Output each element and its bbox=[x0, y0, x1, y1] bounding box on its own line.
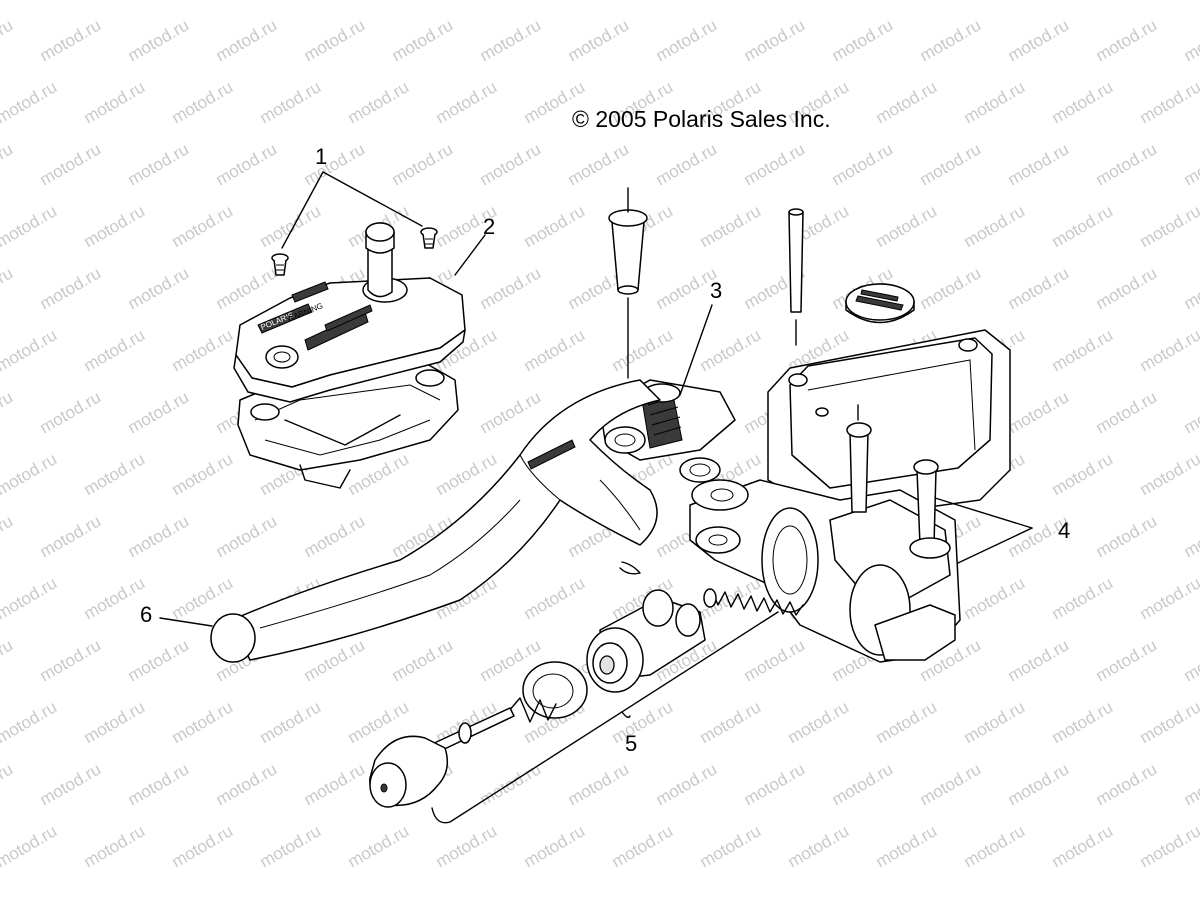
push-rod-pin bbox=[788, 208, 804, 346]
callout-5: 5 bbox=[625, 731, 638, 756]
leader-lines bbox=[159, 171, 1033, 627]
callout-1: 1 bbox=[315, 144, 328, 169]
piston-kit bbox=[369, 588, 804, 824]
callout-4: 4 bbox=[1058, 518, 1071, 543]
cover-screws bbox=[271, 227, 438, 276]
callout-2: 2 bbox=[483, 214, 496, 239]
master-cylinder-body bbox=[689, 329, 1011, 663]
brake-lever bbox=[210, 379, 661, 663]
reservoir-cap bbox=[845, 283, 915, 324]
reservoir-cover-assembly: POLARIS WARNING bbox=[233, 222, 466, 489]
callout-3: 3 bbox=[710, 278, 723, 303]
pivot-pin bbox=[608, 187, 648, 379]
callout-6: 6 bbox=[140, 602, 153, 627]
copyright-text: © 2005 Polaris Sales Inc. bbox=[572, 106, 831, 132]
